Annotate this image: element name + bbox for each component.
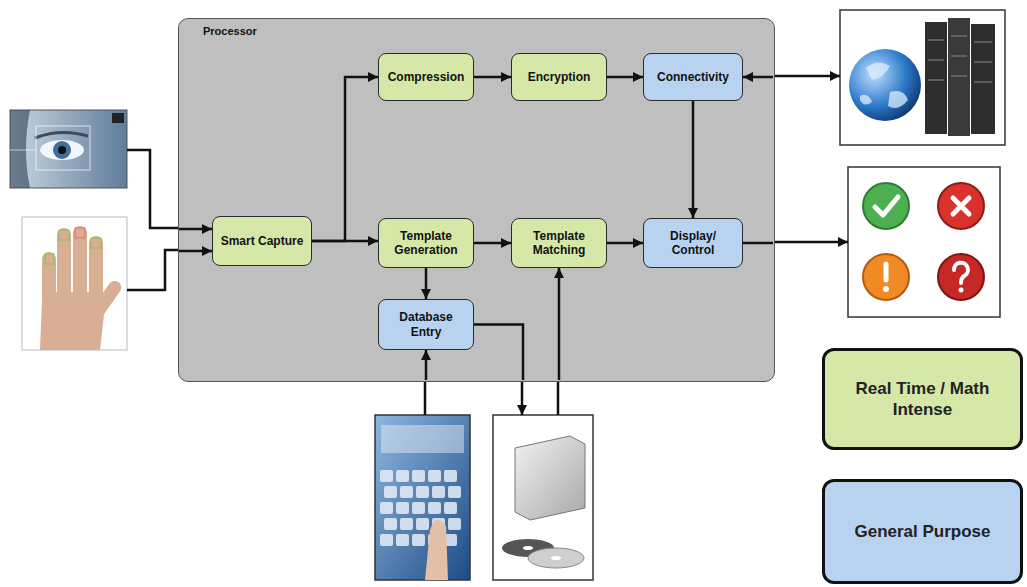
process-box: Template Matching [511,218,607,268]
wire [425,350,428,380]
box-label: Database Entry [383,310,469,339]
wire [424,382,427,415]
wire [775,241,848,244]
box-label: Smart Capture [221,234,304,248]
wire [557,382,560,415]
process-box: Display/ Control [643,218,743,268]
wire [179,228,212,231]
box-label: Display/ Control [648,229,738,258]
process-box: Template Generation [378,218,474,268]
process-box: Connectivity [643,53,743,101]
iris-scan-picture [10,110,127,188]
flow-arrow [312,240,378,243]
flow-arrow [607,76,643,79]
region-title: Processor [203,25,257,37]
wire [558,268,561,380]
wire [743,242,773,245]
wire [743,76,773,79]
wire [127,150,178,228]
status-icons [848,167,1000,317]
box-label: Connectivity [657,70,729,84]
flow-arrow [692,101,695,218]
flow-arrow [425,268,428,299]
wire [179,250,212,253]
network-servers-picture [840,10,1005,145]
processor-region: ProcessorSmart Capture Compression Encrypt… [178,18,775,382]
fingerprint-scan-picture [22,217,127,350]
legend-swatch: Real Time / Math Intense [822,348,1023,450]
wire [474,325,523,381]
wire [775,75,840,78]
flow-arrow [474,76,511,79]
wire [521,382,524,415]
flow-arrow [312,77,378,241]
flow-arrow [474,242,511,245]
box-label: Template Generation [383,229,469,258]
legend-label: General Purpose [854,521,990,542]
process-box: Encryption [511,53,607,101]
keyboard-picture [375,415,470,580]
process-box: Database Entry [378,299,474,350]
process-box: Compression [378,53,474,101]
legend-swatch: General Purpose [822,479,1023,584]
storage-picture [493,415,593,580]
box-label: Template Matching [516,229,602,258]
box-label: Encryption [528,70,591,84]
legend-label: Real Time / Math Intense [833,378,1012,421]
process-box: Smart Capture [212,216,312,266]
box-label: Compression [388,70,465,84]
wire [127,250,178,290]
flow-arrow [607,242,643,245]
